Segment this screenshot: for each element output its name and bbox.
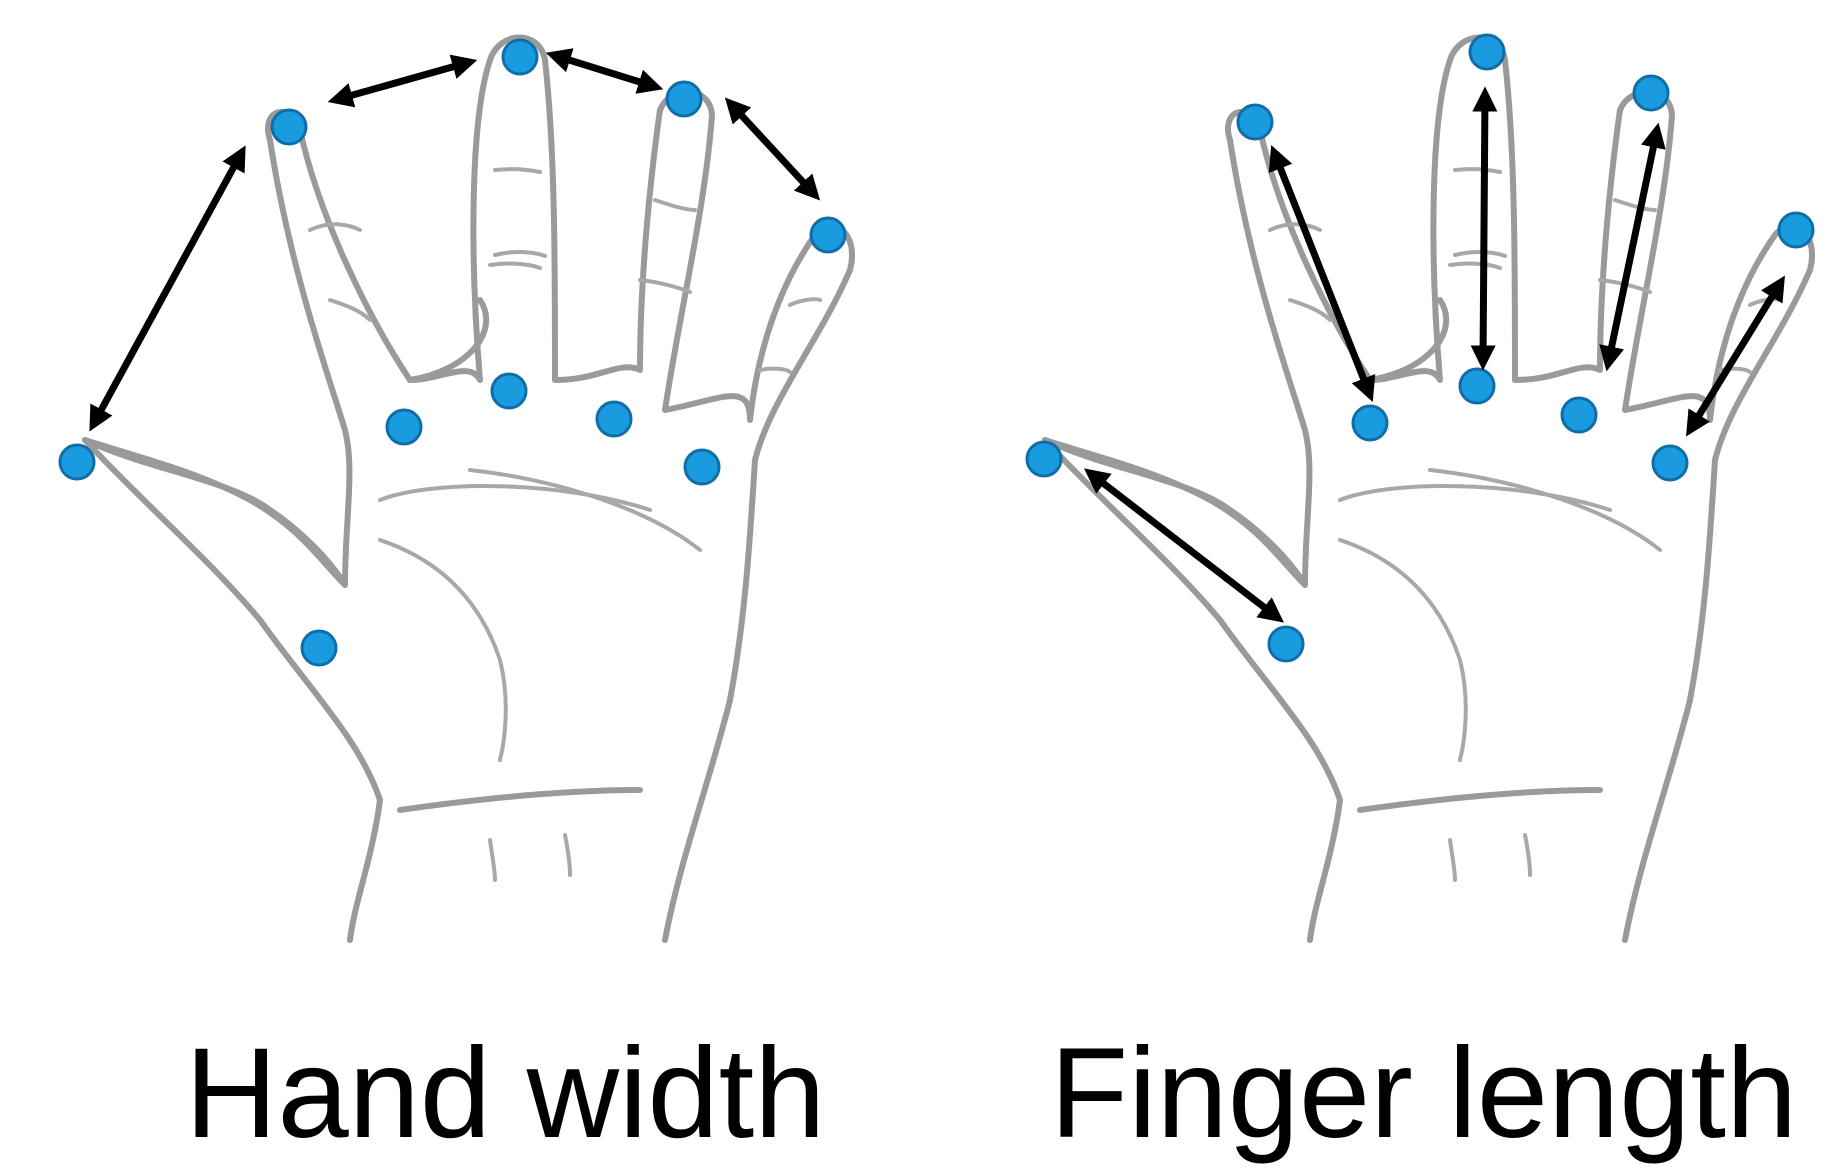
keypoint-little-base — [685, 450, 719, 484]
keypoint-thumb-base — [1269, 627, 1303, 661]
hand-sketch-left — [85, 38, 852, 941]
keypoint-middle-base — [1460, 369, 1494, 403]
finger-length-panel — [1027, 35, 1813, 940]
keypoints-left — [60, 40, 845, 665]
caption-finger-length: Finger length — [1050, 1030, 1797, 1158]
keypoint-ring-tip — [667, 82, 701, 116]
keypoint-middle-base — [492, 374, 526, 408]
keypoint-middle-tip — [503, 40, 537, 74]
keypoint-ring-base — [597, 402, 631, 436]
keypoint-thumb-tip — [1027, 442, 1061, 476]
keypoint-little-tip — [811, 218, 845, 252]
hand-width-panel — [60, 38, 852, 941]
caption-hand-width: Hand width — [185, 1030, 825, 1158]
keypoint-index-base — [1353, 406, 1387, 440]
keypoint-little-tip — [1779, 213, 1813, 247]
keypoint-middle-tip — [1470, 35, 1504, 69]
keypoint-thumb-tip — [60, 445, 94, 479]
arrow-index-to-middle — [335, 62, 470, 100]
keypoint-index-base — [387, 410, 421, 444]
hand-sketch-right — [1045, 38, 1812, 941]
arrow-thumb-length — [1090, 473, 1278, 618]
arrow-middle-length — [1483, 94, 1485, 363]
arrow-index-length — [1274, 152, 1370, 395]
keypoint-ring-tip — [1634, 76, 1668, 110]
keypoints-right — [1027, 35, 1813, 661]
keypoint-index-tip — [272, 110, 306, 144]
keypoint-thumb-base — [302, 631, 336, 665]
arrow-ring-to-little — [730, 103, 815, 195]
keypoint-ring-base — [1562, 398, 1596, 432]
keypoint-index-tip — [1238, 105, 1272, 139]
keypoint-little-base — [1653, 446, 1687, 480]
arrow-thumb-to-index — [93, 152, 242, 425]
arrow-middle-to-ring — [553, 55, 656, 87]
